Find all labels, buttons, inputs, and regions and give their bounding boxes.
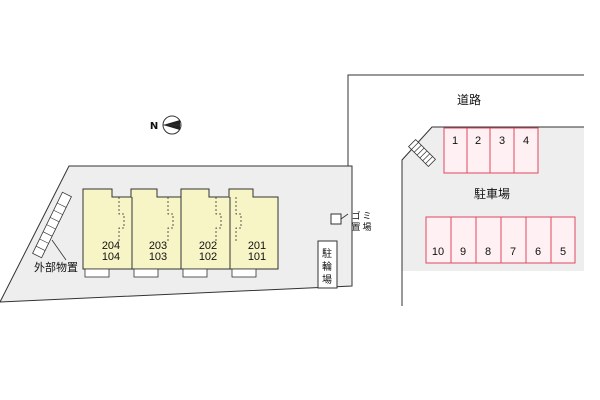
parking-slot — [475, 216, 502, 264]
outdoor-storage — [32, 191, 72, 259]
parking-slot — [513, 127, 539, 174]
unit-number-lower: 102 — [199, 251, 217, 263]
garbage-area-label: ゴ — [351, 210, 360, 222]
parking-slot-number: 8 — [485, 246, 491, 258]
bicycle-parking — [317, 240, 338, 289]
parking-slot-number: 5 — [560, 246, 566, 258]
parking-slot-number: 1 — [452, 135, 458, 147]
unit-number-lower: 101 — [248, 251, 266, 263]
garbage-area-icon — [330, 213, 342, 225]
parking-slot — [450, 216, 477, 264]
unit-number-upper: 204 — [102, 240, 120, 252]
storage-label: 外部物置 — [34, 260, 78, 274]
parking-row-bottom: 10 9 8 7 6 5 — [425, 216, 576, 264]
garbage-area-label: 置 — [351, 222, 360, 233]
garbage-area-label: 場 — [362, 221, 371, 233]
compass-north-letter: N — [150, 121, 158, 132]
road-boundary-left — [347, 74, 584, 166]
parking-slot — [550, 216, 576, 264]
unit-number-upper: 201 — [248, 240, 266, 252]
bicycle-parking-label: 駐 — [322, 247, 332, 260]
parking-slot-number: 4 — [523, 135, 529, 147]
parking-slot — [425, 216, 452, 264]
garbage-area-label: ミ — [362, 212, 371, 222]
parking-slot-number: 2 — [475, 135, 481, 147]
parking-slot-number: 10 — [432, 246, 444, 258]
parking-slot — [525, 216, 552, 264]
parking-label: 駐車場 — [474, 186, 510, 201]
parking-slot-number: 3 — [499, 135, 505, 147]
road-label: 道路 — [457, 92, 481, 107]
unit-number-upper: 203 — [149, 240, 167, 252]
unit-number-lower: 103 — [149, 251, 167, 263]
stairs-icon — [407, 138, 437, 168]
north-compass-icon — [162, 115, 182, 135]
bicycle-parking-label: 輪 — [322, 260, 332, 273]
parking-slot-number: 9 — [460, 246, 466, 258]
apartment-building: 204 104 203 103 202 102 201 101 — [82, 188, 279, 278]
parking-slot — [489, 127, 515, 174]
parking-slot-number: 6 — [535, 246, 541, 258]
bicycle-parking-label: 場 — [322, 273, 332, 286]
storage-leader-line — [51, 239, 67, 261]
unit-number-upper: 202 — [199, 240, 217, 252]
parking-slot-number: 7 — [510, 246, 516, 258]
parking-row-top: 1 2 3 4 — [443, 127, 539, 174]
unit-number-lower: 104 — [102, 251, 120, 263]
garbage-leader-line — [340, 213, 349, 220]
